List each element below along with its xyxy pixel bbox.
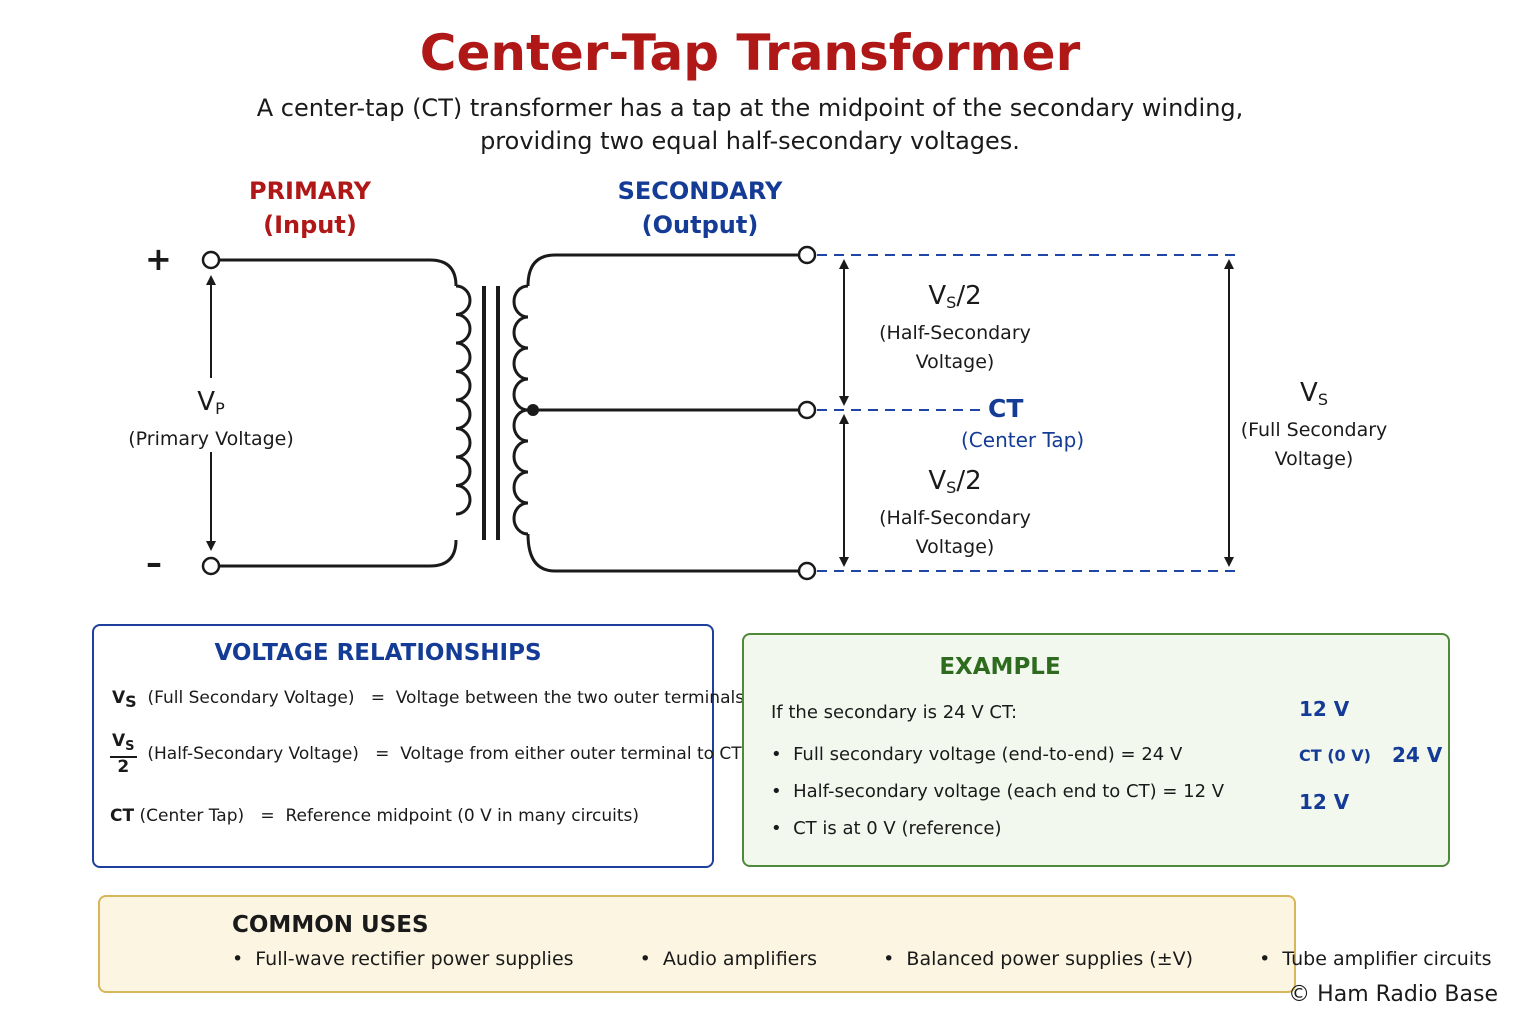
rel2-meaning: Voltage from either outer terminal to CT — [400, 744, 742, 764]
upper-half-voltage-label: VS/2 (Half-Secondary Voltage) — [862, 280, 1048, 377]
ct-description: (Center Tap) — [961, 428, 1085, 452]
example-bullet: • Half-secondary voltage (each end to CT… — [771, 781, 1225, 802]
rel1-meaning: Voltage between the two outer terminals — [395, 688, 745, 708]
vs-full-subscript: S — [1317, 390, 1328, 409]
example-bullets: • Full secondary voltage (end-to-end) = … — [771, 744, 1224, 855]
secondary-coil — [512, 284, 529, 536]
relationships-title: VOLTAGE RELATIONSHIPS — [214, 640, 542, 666]
ct-label: CT — [988, 394, 1024, 423]
use-item-text: Audio amplifiers — [662, 948, 818, 970]
primary-heading: PRIMARY (Input) — [210, 174, 410, 242]
copyright-notice: © Ham Radio Base — [1288, 982, 1498, 1007]
mini-ct-label: CT (0 V) — [1299, 746, 1371, 765]
example-bullet-text: Half-secondary voltage (each end to CT) … — [793, 781, 1225, 802]
full-secondary-label: VS (Full Secondary Voltage) — [1232, 377, 1396, 474]
rel3-meaning: Reference midpoint (0 V in many circuits… — [285, 806, 639, 826]
primary-subtitle: (Input) — [263, 211, 357, 239]
rel1-subscript: S — [125, 692, 137, 711]
example-panel — [742, 633, 1450, 867]
uses-title: COMMON USES — [232, 912, 429, 938]
voltage-relationships-panel — [92, 624, 714, 868]
example-bullet-text: CT is at 0 V (reference) — [793, 818, 1002, 839]
vs-symbol: V — [928, 466, 947, 496]
relationship-row-full: VS (Full Secondary Voltage) = Voltage be… — [112, 688, 744, 711]
example-bullet-text: Full secondary voltage (end-to-end) = 24… — [793, 744, 1183, 765]
half-fraction: VS 2 — [110, 732, 137, 776]
use-item: • Audio amplifiers — [639, 948, 818, 970]
primary-bottom-wire — [219, 539, 458, 568]
use-item-text: Full-wave rectifier power supplies — [255, 948, 574, 970]
primary-voltage-label: VP (Primary Voltage) — [110, 386, 312, 454]
secondary-title: SECONDARY — [617, 177, 783, 205]
mini-total-label: 24 V — [1392, 743, 1443, 767]
primary-minus-sign: – — [146, 544, 162, 582]
relationship-row-ct: CT (Center Tap) = Reference midpoint (0 … — [110, 806, 639, 826]
rel2-eq: = — [375, 744, 390, 764]
primary-plus-terminal — [201, 250, 221, 270]
rel1-eq: = — [370, 688, 385, 708]
secondary-heading: SECONDARY (Output) — [590, 174, 810, 242]
use-item: • Balanced power supplies (±V) — [883, 948, 1194, 970]
half-desc-line2: Voltage) — [915, 536, 995, 558]
secondary-bottom-terminal — [797, 561, 817, 581]
primary-coil — [455, 284, 472, 516]
vp-subscript: P — [215, 399, 225, 418]
center-tap-junction — [527, 404, 539, 416]
vs-full-symbol: V — [1300, 378, 1318, 408]
half-suffix: /2 — [956, 466, 982, 496]
rel3-eq: = — [260, 806, 275, 826]
secondary-top-terminal — [797, 245, 817, 265]
half-desc-line1: (Half-Secondary — [879, 507, 1031, 529]
full-desc-line1: (Full Secondary — [1240, 419, 1388, 441]
secondary-top-wire — [526, 253, 799, 287]
vp-symbol: V — [197, 387, 216, 417]
vs-subscript: S — [946, 293, 957, 312]
rel2-denominator: 2 — [117, 757, 130, 777]
mini-top-half-label: 12 V — [1299, 697, 1350, 721]
common-uses-panel — [98, 895, 1296, 993]
vs-symbol: V — [928, 281, 947, 311]
example-intro: If the secondary is 24 V CT: — [771, 702, 1018, 723]
rel1-symbol: V — [112, 688, 126, 708]
lower-half-voltage-label: VS/2 (Half-Secondary Voltage) — [862, 465, 1048, 562]
secondary-bottom-wire — [526, 533, 799, 573]
use-item-text: Balanced power supplies (±V) — [906, 948, 1194, 970]
rel3-symbol: CT — [110, 806, 135, 826]
full-desc-line2: Voltage) — [1274, 448, 1354, 470]
rel1-term: (Full Secondary Voltage) — [147, 688, 355, 708]
half-desc-line2: Voltage) — [915, 351, 995, 373]
vp-description: (Primary Voltage) — [128, 428, 294, 450]
uses-list: • Full-wave rectifier power supplies • A… — [232, 948, 1536, 970]
secondary-ct-terminal — [797, 400, 817, 420]
page-title: Center-Tap Transformer — [419, 24, 1081, 82]
example-bullet: • Full secondary voltage (end-to-end) = … — [771, 744, 1183, 765]
use-item: • Full-wave rectifier power supplies — [232, 948, 574, 970]
use-item-text: Tube amplifier circuits — [1282, 948, 1492, 970]
example-title: EXAMPLE — [939, 654, 1061, 680]
vs-subscript: S — [946, 478, 957, 497]
example-bullet: • CT is at 0 V (reference) — [771, 818, 1002, 839]
secondary-subtitle: (Output) — [641, 211, 759, 239]
use-item: • Tube amplifier circuits — [1259, 948, 1492, 970]
primary-minus-terminal — [201, 556, 221, 576]
primary-top-wire — [219, 258, 458, 287]
subtitle-line-2: providing two equal half-secondary volta… — [480, 127, 1020, 155]
page-subtitle: A center-tap (CT) transformer has a tap … — [0, 92, 1500, 158]
half-suffix: /2 — [956, 281, 982, 311]
subtitle-line-1: A center-tap (CT) transformer has a tap … — [256, 94, 1244, 122]
primary-title: PRIMARY — [248, 177, 371, 205]
rel2-term: (Half-Secondary Voltage) — [147, 744, 359, 764]
rel2-symbol: V — [112, 731, 126, 751]
rel3-term: (Center Tap) — [139, 806, 245, 826]
half-desc-line1: (Half-Secondary — [879, 322, 1031, 344]
primary-plus-sign: + — [145, 240, 172, 278]
relationship-row-half: VS 2 (Half-Secondary Voltage) = Voltage … — [110, 732, 742, 776]
mini-bottom-half-label: 12 V — [1299, 790, 1350, 814]
rel2-subscript: S — [125, 739, 135, 754]
